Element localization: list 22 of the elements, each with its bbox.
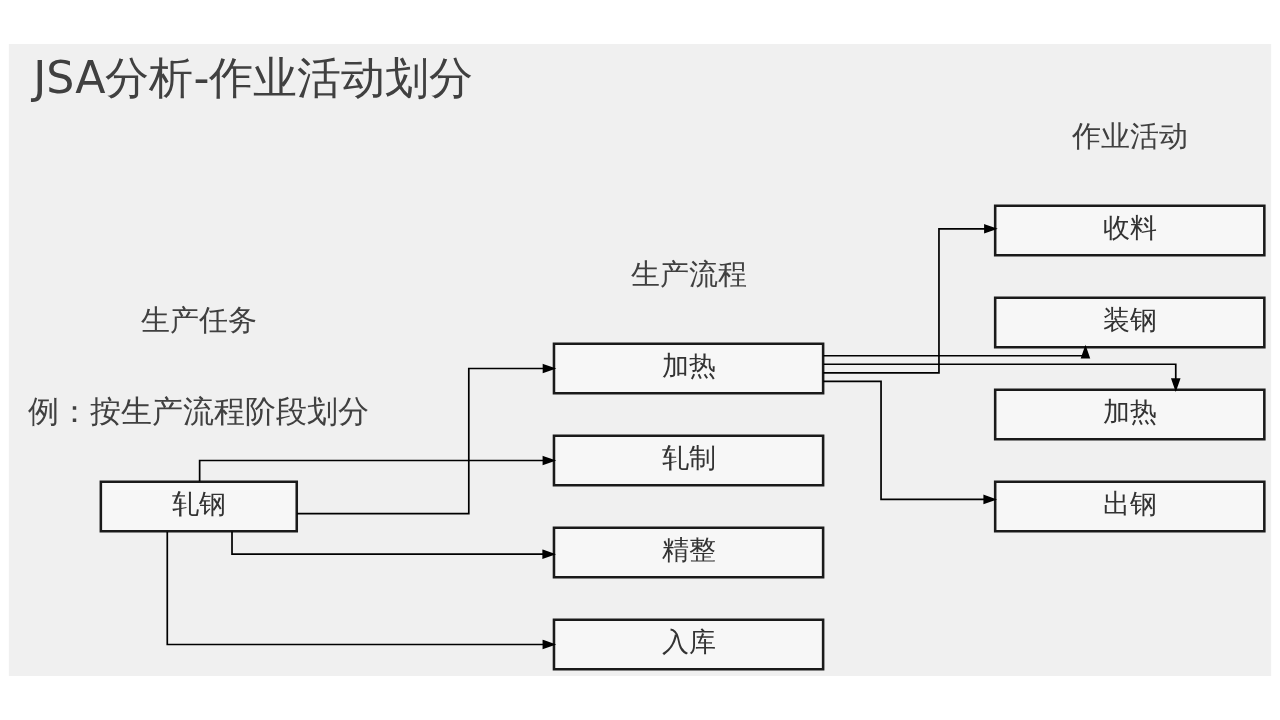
label: 例：按生产流程阶段划分 (28, 394, 370, 430)
label: 生产流程 (630, 256, 747, 291)
arrow (822, 380, 998, 505)
node-box: 加热 (552, 342, 825, 395)
arrow (822, 224, 998, 374)
node-box: 装钢 (993, 296, 1266, 349)
node-box: 轧钢 (99, 480, 298, 533)
arrow (822, 363, 1181, 392)
arrow (822, 344, 1091, 359)
label: 生产任务 (140, 302, 257, 337)
node-box: 入库 (552, 618, 825, 671)
arrow (166, 530, 557, 650)
label: 作业活动 (1071, 118, 1188, 153)
node-box: 精整 (552, 526, 825, 579)
diagram-title: JSA分析-作业活动划分 (33, 52, 474, 104)
node-box: 收料 (993, 204, 1266, 257)
arrow (231, 530, 556, 559)
arrow (296, 363, 557, 515)
node-box: 出钢 (993, 480, 1266, 533)
arrow (198, 455, 557, 483)
node-box: 加热 (993, 388, 1266, 441)
node-box: 轧制 (552, 434, 825, 487)
